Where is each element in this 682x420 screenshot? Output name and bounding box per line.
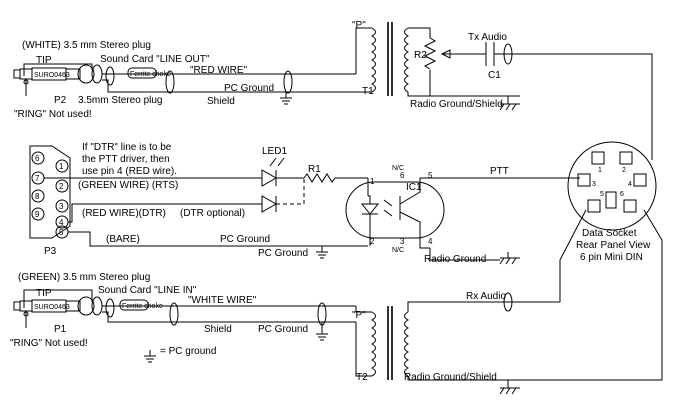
din-pin-4: 4 [628, 181, 632, 188]
din-pin-6: 6 [620, 191, 624, 198]
db9-dtr-optional: (DTR optional) [180, 208, 245, 219]
db9-label: P3 [44, 246, 57, 257]
t2-p-label: "P" [352, 310, 366, 321]
db9-pin-3: 3 [59, 202, 64, 211]
ic1-pin-5: 5 [428, 171, 433, 180]
db9-connector: 6 1 7 2 8 3 9 4 5 P3 If "DTR" line is to… [29, 142, 308, 259]
plug-p2-soundcard: Sound Card "LINE OUT" [100, 54, 210, 65]
db9-pin-4: 4 [59, 218, 64, 227]
tx-section: R2 C1 Tx Audio Radio Ground/Shield [407, 27, 653, 160]
din-pin-3: 3 [592, 181, 596, 188]
db9-pin-6: 6 [35, 154, 40, 163]
db9-pin-7: 7 [35, 174, 40, 183]
plug-p1-wire: "WHITE WIRE" [188, 295, 257, 306]
db9-pc-ground-1: PC Ground [220, 234, 270, 245]
transformer-t2: "P" T2 Rx Audio Radio Ground/Shield [352, 291, 560, 395]
plug-p1-soundcard: Sound Card "LINE IN" [98, 285, 197, 296]
db9-bare: (BARE) [106, 234, 140, 245]
din-line3: 6 pin Mini DIN [580, 252, 643, 263]
plug-p1-label: P1 [54, 324, 67, 335]
rx-audio-label: Rx Audio [466, 291, 506, 302]
plug-p1-pc-ground: PC Ground [258, 324, 308, 335]
db9-pin-1: 1 [59, 162, 64, 171]
t1-p-label: "P" [352, 20, 366, 31]
radio-ground-shield-bottom: Radio Ground/Shield [404, 372, 497, 383]
transformer-t1: "P" T1 [352, 20, 410, 97]
ic1-pin-1: 1 [370, 177, 375, 186]
db9-red-wire: (RED WIRE)(DTR) [82, 208, 166, 219]
ptt-driver: LED1 R1 [44, 146, 368, 259]
ic1-label: IC1 [406, 182, 422, 193]
ic1-pin-3: 3 [400, 237, 405, 246]
radio-ground-shield-top: Radio Ground/Shield [410, 99, 503, 110]
plug-p2-pc-ground: PC Ground [224, 83, 274, 94]
din-pin-1: 1 [598, 167, 602, 174]
plug-p1-shield: Shield [204, 324, 232, 335]
plug-p2-plug-text: 3.5mm Stereo plug [78, 95, 163, 106]
din-pin-5: 5 [600, 191, 604, 198]
r2-label: R2 [414, 50, 427, 61]
din-line2: Rear Panel View [576, 240, 651, 251]
plug-p2-shield: Shield [207, 96, 235, 107]
plug-p2-label: P2 [54, 95, 67, 106]
plug-p1-legend: = PC ground [160, 346, 216, 357]
db9-pin-9: 9 [35, 210, 40, 219]
t2-label: T2 [356, 372, 368, 383]
db9-pin-5: 5 [59, 228, 64, 237]
c1-label: C1 [488, 70, 501, 81]
plug-p1-body-text: SURO0463 [34, 304, 70, 311]
plug-p2-ring-note: "RING" Not used! [14, 109, 92, 120]
tx-audio-label: Tx Audio [468, 32, 507, 43]
db9-note-line1: If "DTR" line is to be [82, 142, 172, 153]
radio-ground-label: Radio Ground [424, 254, 486, 265]
plug-p1: (GREEN) 3.5 mm Stereo plug TIP SURO0463 … [10, 272, 356, 363]
db9-note-line3: use pin 4 (RED wire). [82, 166, 177, 177]
t1-label: T1 [362, 86, 374, 97]
db9-green-wire: (GREEN WIRE) (RTS) [78, 180, 178, 191]
din-line1: Data Socket [582, 228, 637, 239]
ic1-pin-2: 2 [370, 237, 375, 246]
ptt-label: PTT [490, 166, 509, 177]
plug-p1-title: (GREEN) 3.5 mm Stereo plug [18, 272, 150, 283]
ic1-pin-4: 4 [428, 237, 433, 246]
ic1-nc-bottom: N/C [392, 247, 404, 254]
r1-label: R1 [308, 164, 321, 175]
plug-p2-body-text: SURO0463 [34, 72, 70, 79]
plug-p1-ring-note: "RING" Not used! [10, 338, 88, 349]
plug-p2-title: (WHITE) 3.5 mm Stereo plug [22, 40, 151, 51]
plug-p1-tip-label: TIP [36, 288, 52, 299]
din-pin-2: 2 [622, 167, 626, 174]
db9-note-line2: the PTT driver, then [82, 154, 170, 165]
ic1-nc-top: N/C [392, 165, 404, 172]
db9-pin-2: 2 [59, 182, 64, 191]
plug-p2-tip-label: TIP [36, 55, 52, 66]
mini-din-socket: 1 2 3 4 5 6 Data Socket Rear Panel View … [520, 141, 663, 381]
plug-p2-wire: "RED WIRE" [190, 65, 248, 76]
ic1-pin-6: 6 [400, 171, 405, 180]
db9-pc-ground-2: PC Ground [258, 248, 308, 259]
db9-pin-8: 8 [35, 192, 40, 201]
led1-label: LED1 [262, 146, 287, 157]
plug-p2: (WHITE) 3.5 mm Stereo plug TIP SURO0463 … [13, 40, 356, 120]
optocoupler-ic1: IC1 1 2 3 4 5 6 N/C N/C Radio Ground PTT [345, 165, 580, 265]
